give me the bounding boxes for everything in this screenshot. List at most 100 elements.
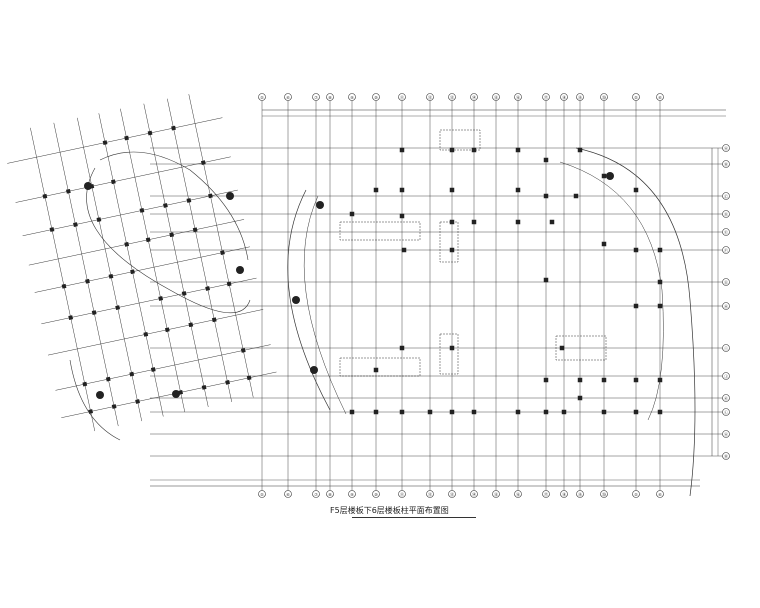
grid-bubble-top <box>398 93 406 101</box>
column <box>633 303 639 309</box>
grid-bubble-right-label: Ⓐ <box>724 431 728 437</box>
grid-bubble-right <box>722 210 730 218</box>
grid-bubble-right <box>722 408 730 416</box>
grid-bubble-right <box>722 192 730 200</box>
rotated-column <box>240 348 246 353</box>
grid-bubble-top <box>312 93 320 101</box>
column <box>373 409 379 415</box>
arc-curve <box>287 189 331 411</box>
column <box>449 187 455 193</box>
grid-bubble-right-label: Ⓑ <box>724 161 728 167</box>
callout-node <box>226 192 234 200</box>
column <box>515 147 521 153</box>
rotated-column <box>124 135 129 141</box>
grid-bubble-right-label: Ⓘ <box>724 345 728 351</box>
grid-bubble-top-label: ⑥ <box>658 95 662 100</box>
callout-node <box>292 296 300 304</box>
callout-node <box>606 172 614 180</box>
grid-bubble-top <box>492 93 500 101</box>
rotated-column <box>111 404 117 409</box>
column <box>543 277 549 283</box>
grid-bubble-bottom <box>348 490 356 498</box>
grid-bubble-bottom-label: ⑬ <box>450 491 454 497</box>
grid-bubble-top-label: ⑤ <box>634 95 638 100</box>
column <box>515 409 521 415</box>
grid-bubble-right-label: Ⓕ <box>724 247 728 253</box>
grid-bubble-top-label: ⑩ <box>374 95 378 100</box>
grid-bubble-top <box>284 93 292 101</box>
grid-bubble-top <box>560 93 568 101</box>
grid-bubble-top-label: ⑦ <box>314 95 318 100</box>
rotated-column <box>85 278 90 284</box>
wall-group-box <box>439 221 459 263</box>
grid-bubble-right-label: Ⓚ <box>724 395 728 401</box>
column <box>657 409 663 415</box>
grid-bubble-right-label: Ⓗ <box>724 303 728 309</box>
grid-bubble-bottom-label: ⑯ <box>516 491 520 497</box>
grid-bubble-top-label: ⑮ <box>494 94 498 100</box>
column <box>657 247 663 253</box>
grid-bubble-right <box>722 394 730 402</box>
grid-bubble-top <box>448 93 456 101</box>
grid-bubble-top <box>372 93 380 101</box>
callout-node <box>84 182 92 190</box>
rotated-grid-line <box>7 117 223 164</box>
grid-bubble-bottom <box>514 490 522 498</box>
rotated-grid-line <box>22 189 238 237</box>
grid-bubble-right <box>722 344 730 352</box>
grid-bubble-top-label: ⑬ <box>450 94 454 100</box>
rotated-column <box>42 193 48 199</box>
grid-bubble-bottom-label: ⑤ <box>634 492 638 497</box>
grid-bubble-top <box>576 93 584 101</box>
grid-bubble-bottom <box>470 490 478 498</box>
grid-bubble-right-label: Ⓖ <box>724 279 728 285</box>
rotated-grid-line <box>34 246 250 293</box>
grid-bubble-bottom <box>312 490 320 498</box>
rotated-column <box>73 222 78 227</box>
rotated-grid-line <box>28 219 245 266</box>
grid-bubble-bottom-label: ⑨ <box>350 492 354 497</box>
grid-bubble-top-label: ⑲ <box>578 94 582 100</box>
arc-curve <box>99 151 249 261</box>
grid-bubble-right-label: Ⓓ <box>724 211 728 217</box>
rotated-column <box>130 269 135 275</box>
grid-bubble-bottom-label: ⑫ <box>428 491 432 497</box>
grid-bubble-top-label: ⑧ <box>328 95 332 100</box>
grid-bubble-bottom-label: ⑲ <box>578 491 582 497</box>
rotated-column <box>163 203 168 208</box>
column <box>349 409 355 415</box>
grid-bubble-top-label: ⑯ <box>516 94 520 100</box>
grid-bubble-right-label: Ⓐ <box>724 145 728 151</box>
rotated-column <box>181 291 187 296</box>
rotated-column <box>115 305 121 310</box>
grid-bubble-right <box>722 228 730 236</box>
rotated-grid-line <box>188 94 254 398</box>
rotated-column <box>200 160 206 165</box>
grid-bubble-right <box>722 452 730 460</box>
column <box>633 377 639 383</box>
rotated-grid-line <box>30 127 96 432</box>
column <box>449 247 455 253</box>
grid-bubble-top-label: ⑪ <box>400 94 404 100</box>
rotated-column <box>164 327 170 333</box>
rotated-column <box>91 310 97 315</box>
rotated-grid-line <box>77 117 142 422</box>
wall-group-box <box>439 333 459 375</box>
rotated-grid-group <box>7 94 277 432</box>
grid-bubble-bottom <box>576 490 584 498</box>
column <box>657 279 663 285</box>
rotated-grid-line <box>53 122 119 427</box>
grid-bubble-top <box>542 93 550 101</box>
drawing-title: F5层楼板下6层楼板柱平面布置图 <box>330 506 449 515</box>
column <box>633 247 639 253</box>
grid-bubble-right-label: Ⓙ <box>724 373 728 379</box>
grid-bubble-bottom-label: ⑪ <box>400 491 404 497</box>
rotated-column <box>186 198 192 203</box>
grid-bubble-bottom-label: ⑤ <box>260 492 264 497</box>
rotated-column <box>169 232 175 238</box>
column <box>399 147 405 153</box>
grid-bubble-bottom <box>656 490 664 498</box>
rotated-column <box>66 188 71 194</box>
wall-group-box <box>555 335 607 361</box>
